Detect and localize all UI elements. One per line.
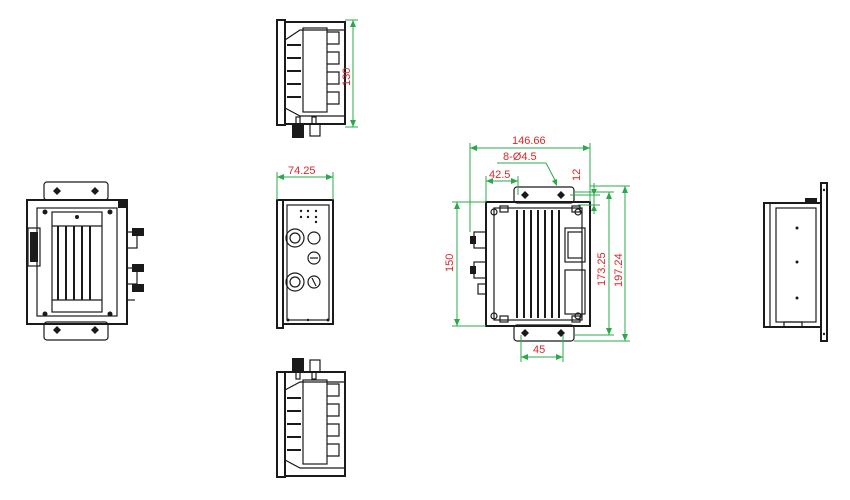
right-side-view [763, 182, 828, 342]
dim-label-173-25: 173.25 [596, 252, 608, 286]
dimension-173-25 [574, 191, 614, 336]
dim-label-130: 130 [341, 68, 353, 86]
left-side-view [26, 181, 144, 341]
dim-label-150: 150 [444, 254, 456, 272]
main-view [470, 186, 591, 342]
dim-label-197-24: 197.24 [613, 253, 625, 287]
dimension-74-25 [276, 172, 334, 200]
top-view [276, 19, 346, 138]
dim-label-8-holes: 8-Ø4.5 [503, 151, 537, 163]
dim-label-146-66: 146.66 [512, 135, 546, 147]
dimension-45 [520, 335, 564, 362]
dim-label-42-5: 42.5 [489, 169, 510, 181]
dimension-150 [452, 201, 486, 327]
dimension-130 [345, 19, 358, 128]
dim-label-12: 12 [571, 169, 583, 181]
dimension-8-holes [497, 162, 557, 186]
dim-label-45: 45 [533, 344, 545, 356]
front-view [276, 199, 334, 329]
dim-label-74-25: 74.25 [288, 165, 316, 177]
dimension-42-5 [485, 176, 519, 202]
dimension-197-24 [574, 185, 630, 342]
bottom-view [276, 358, 346, 478]
